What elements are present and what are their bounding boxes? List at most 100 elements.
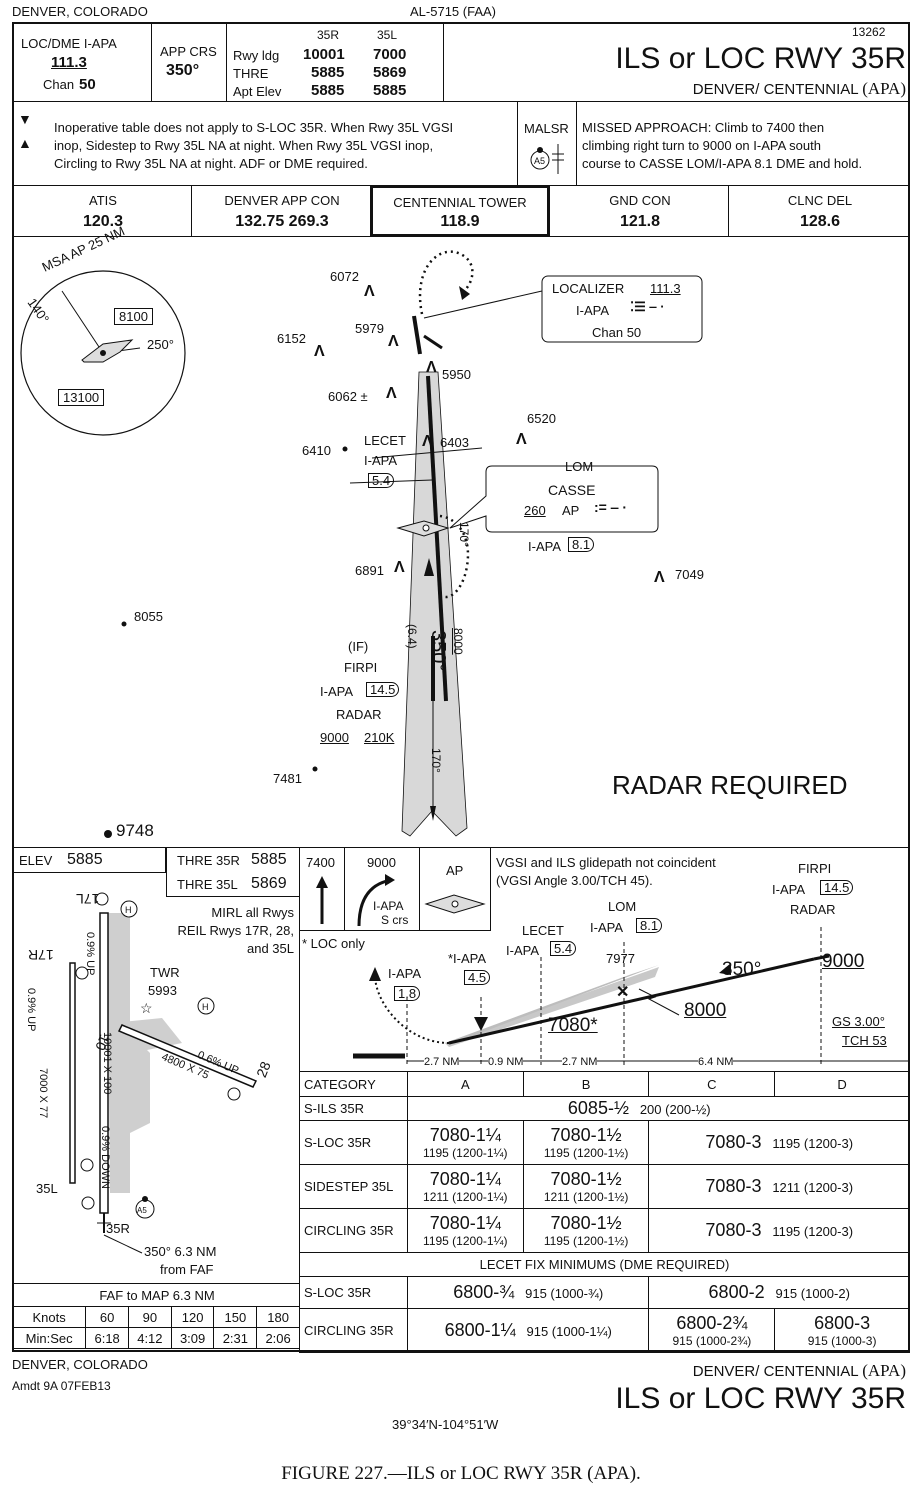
tower-label: TWR <box>150 965 180 980</box>
comm-ground: GND CON 121.8 <box>549 185 729 237</box>
obstacle-6891-icon: Λ <box>394 559 405 576</box>
mins-header-category: CATEGORY <box>299 1071 408 1097</box>
lom-title: LOM <box>565 459 594 474</box>
thre-35l: 5869 <box>373 64 407 81</box>
malsr-icon: A5 <box>530 144 564 174</box>
obstacle-7049-icon: Λ <box>654 569 665 586</box>
ma-icon-label: AP <box>446 863 464 878</box>
header-airport-id: (APA) <box>862 79 906 98</box>
p-stepdown-dme: 4.5 <box>464 970 491 985</box>
rwy-17l-label: 17L <box>76 891 100 907</box>
mins-header-b: B <box>522 1071 650 1097</box>
dim-17l-35r: 10001 X 100 <box>101 1032 113 1095</box>
mins-sils-label: S-ILS 35R <box>299 1096 408 1121</box>
p-firpi-dme: 14.5 <box>820 880 854 895</box>
speed-time-0: Min:Sec <box>11 1327 87 1349</box>
firpi-id: I-APA <box>320 684 353 699</box>
mins-lsloc-ab-haa: 915 (1000-¾) <box>525 1286 604 1301</box>
msa-center-dot <box>100 350 106 356</box>
thre35r-label: THRE 35R <box>177 853 240 868</box>
thre-label: THRE <box>233 66 269 81</box>
obstacle-6152: 6152 <box>277 331 306 346</box>
grad-35r: 0.9% DOWN <box>99 1126 111 1189</box>
dim-17r-35l: 7000 X 77 <box>37 1068 49 1119</box>
faf-title-box: FAF to MAP 6.3 NM <box>12 1283 300 1307</box>
holding-pattern <box>439 514 470 599</box>
malsr-symbol: A5 <box>534 156 545 166</box>
apron-area <box>107 913 150 1193</box>
firpi-dme: 14.5 <box>366 682 400 697</box>
msa-bearing-2: 250° <box>147 337 174 352</box>
lom-dme: 8.1 <box>568 537 595 552</box>
localizer-id: I-APA <box>576 303 609 318</box>
p-seg-3: 2.7 NM <box>562 1056 598 1068</box>
p-firpi-id: I-APA <box>772 882 805 897</box>
p-gs: GS 3.00° <box>832 1014 885 1029</box>
p-map-id: I-APA <box>388 966 421 981</box>
missed-line-3: course to CASSE LOM/I-APA 8.1 DME and ho… <box>582 156 863 171</box>
mins-side-cd-haa: 1211 (1200-3) <box>772 1180 854 1195</box>
p-lecet-id: I-APA <box>506 943 539 958</box>
header-airport: DENVER/ CENTENNIAL <box>692 81 859 98</box>
runway-10-28 <box>117 1024 258 1088</box>
chan-value: 50 <box>79 76 96 93</box>
missed-line-2: climbing right turn to 9000 on I-APA sou… <box>582 138 821 153</box>
speed-time-1: 6:18 <box>85 1327 130 1349</box>
hold-course: 170° <box>457 522 471 547</box>
vgsi-note-1: VGSI and ILS glidepath not coincident <box>496 855 716 870</box>
p-lecet-name: LECET <box>522 923 564 938</box>
p-radar: RADAR <box>790 902 836 917</box>
profile-graphics: ✕ <box>353 927 909 1065</box>
mins-sils-cell: 6085-½ 200 (200-½) <box>406 1096 911 1121</box>
speed-time-2: 4:12 <box>128 1327 172 1349</box>
rwy-col-35l: 35L <box>377 28 398 42</box>
outbound-arrow <box>430 806 436 821</box>
loc-freq: 111.3 <box>51 54 87 71</box>
obstacle-7049: 7049 <box>675 567 704 582</box>
comm-tower-name: CENTENNIAL TOWER <box>393 195 527 210</box>
localizer-antenna-tail <box>423 334 443 350</box>
comm-clearance-name: CLNC DEL <box>787 193 853 208</box>
note-line-3: Circling to Rwy 35L NA at night. ADF or … <box>54 156 368 171</box>
plan-view-graphics: Λ Λ Λ Λ Λ Λ Λ Λ Λ <box>20 250 703 838</box>
glidepath-shading <box>445 967 659 1047</box>
footer-location: DENVER, COLORADO <box>12 1357 148 1372</box>
firpi-name: FIRPI <box>344 660 378 675</box>
speed-header-1: 60 <box>85 1306 130 1328</box>
obstacle-5979-icon: Λ <box>388 333 399 350</box>
heliport-label-1: H <box>125 905 132 915</box>
comm-atis-freq: 120.3 <box>82 213 124 230</box>
thre-35r: 5885 <box>311 64 345 81</box>
p-alt-8000: 8000 <box>684 1000 727 1021</box>
ma-course-2: S crs <box>381 913 409 927</box>
inbound-course-line <box>426 375 448 702</box>
lom-freq: 260 <box>524 503 546 518</box>
footer-airport: DENVER/ CENTENNIAL <box>692 1363 859 1380</box>
msa-circle <box>20 270 186 436</box>
mins-side-a-haa: 1211 (1200-1¼) <box>423 1190 508 1204</box>
lecet-id: I-APA <box>364 453 397 468</box>
app-crs-value: 350° <box>166 62 200 79</box>
mins-circ-cd-value: 7080-3 <box>705 1220 762 1240</box>
ma-dotted-arrow <box>369 967 381 981</box>
heliport-icon-2 <box>197 997 215 1015</box>
localizer-antenna <box>412 315 422 355</box>
header-location: DENVER, COLORADO <box>12 4 148 19</box>
speed-header-2: 90 <box>128 1306 172 1328</box>
rwy-35l-label: 35L <box>36 1181 58 1196</box>
course-arrow <box>719 963 731 975</box>
mins-row-sils: S-ILS 35R 6085-½ 200 (200-½) <box>299 1096 911 1121</box>
comm-approach-freq: 132.75 269.3 <box>235 213 329 230</box>
p-course: 350° <box>722 959 762 980</box>
mins-lcirc-c-value: 6800-2¾ <box>676 1313 748 1333</box>
obstacle-5979: 5979 <box>355 321 384 336</box>
msa-alt-2: 13100 <box>58 389 105 406</box>
spot-7481-dot <box>312 766 318 772</box>
faf-title: FAF to MAP 6.3 NM <box>99 1288 215 1303</box>
feather-shading <box>401 371 468 837</box>
